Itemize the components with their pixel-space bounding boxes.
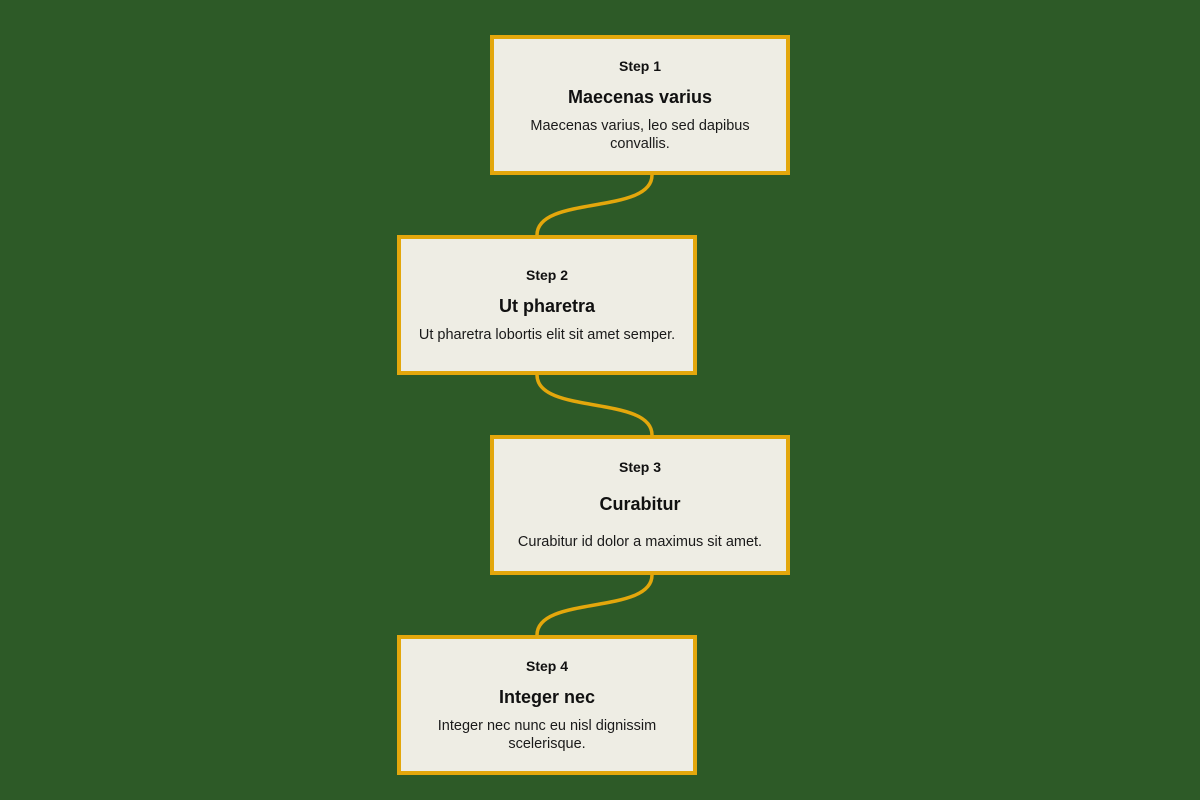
step-box-4: Step 4 Integer nec Integer nec nunc eu n… [397, 635, 697, 775]
step-title: Maecenas varius [567, 86, 713, 107]
step-box-1: Step 1 Maecenas varius Maecenas varius, … [490, 35, 790, 175]
step-description: Ut pharetra lobortis elit sit amet sempe… [418, 326, 676, 343]
step-label: Step 4 [525, 657, 568, 674]
step-title: Integer nec [498, 686, 596, 707]
step-label: Step 3 [618, 459, 661, 475]
step-label: Step 1 [618, 57, 661, 74]
connector-step-1-to-step-2 [535, 174, 654, 236]
step-description: Curabitur id dolor a maximus sit amet. [517, 534, 763, 550]
connector-step-2-to-step-3 [535, 374, 654, 436]
step-description: Maecenas varius, leo sed dapibus convall… [530, 117, 750, 152]
step-label: Step 2 [525, 266, 568, 283]
step-title: Curabitur [599, 494, 681, 514]
step-title: Ut pharetra [498, 295, 596, 316]
step-description: Integer nec nunc eu nisl dignissim scele… [437, 717, 657, 752]
connector-step-3-to-step-4 [535, 574, 654, 636]
step-box-2: Step 2 Ut pharetra Ut pharetra lobortis … [397, 235, 697, 375]
step-box-3: Step 3 Curabitur Curabitur id dolor a ma… [490, 435, 790, 575]
